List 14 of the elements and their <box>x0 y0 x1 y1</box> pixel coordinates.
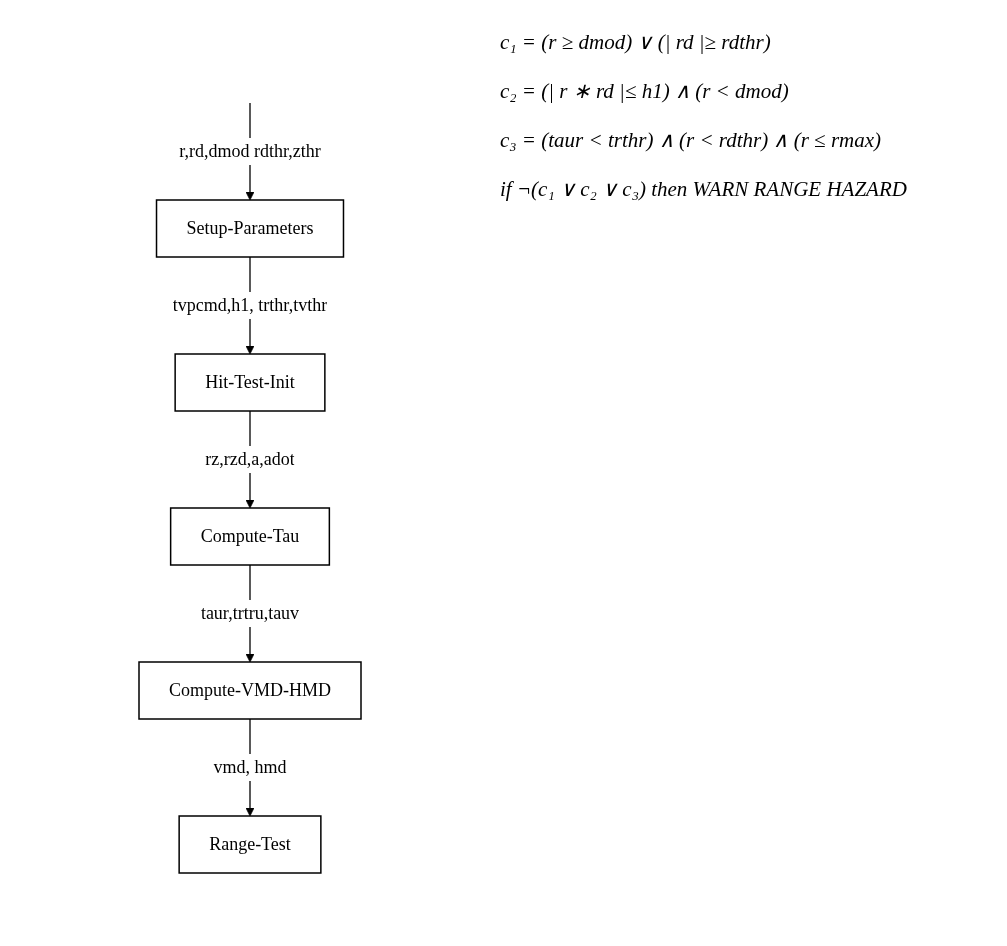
condition-note: c₁ = (r ≥ dmod) ∨ (| rd |≥ rdthr) <box>500 30 772 55</box>
condition-note: c₂ = (| r ∗ rd |≤ h1) ∧ (r < dmod) <box>500 79 790 104</box>
node-box: Hit-Test-Init <box>174 353 326 412</box>
condition-note: if ¬(c₁ ∨ c₂ ∨ c₃) then WARN RANGE HAZARD <box>500 177 908 202</box>
edge-label: r,rd,dmod rdthr,zthr <box>179 141 321 161</box>
edge-label: taur,trtru,tauv <box>200 603 300 623</box>
node-box: Compute-VMD-HMD <box>138 661 362 720</box>
edge-label: vmd, hmd <box>213 757 287 777</box>
node-box: Compute-Tau <box>169 507 331 566</box>
node-box: Setup-Parameters <box>155 199 345 258</box>
edge-label: rz,rzd,a,adot <box>205 449 295 469</box>
condition-note: c₃ = (taur < trthr) ∧ (r < rdthr) ∧ (r ≤ rmax) <box>500 128 883 153</box>
node-box: Range-Test <box>178 815 322 874</box>
edge-label: tvpcmd,h1, trthr,tvthr <box>172 295 328 315</box>
